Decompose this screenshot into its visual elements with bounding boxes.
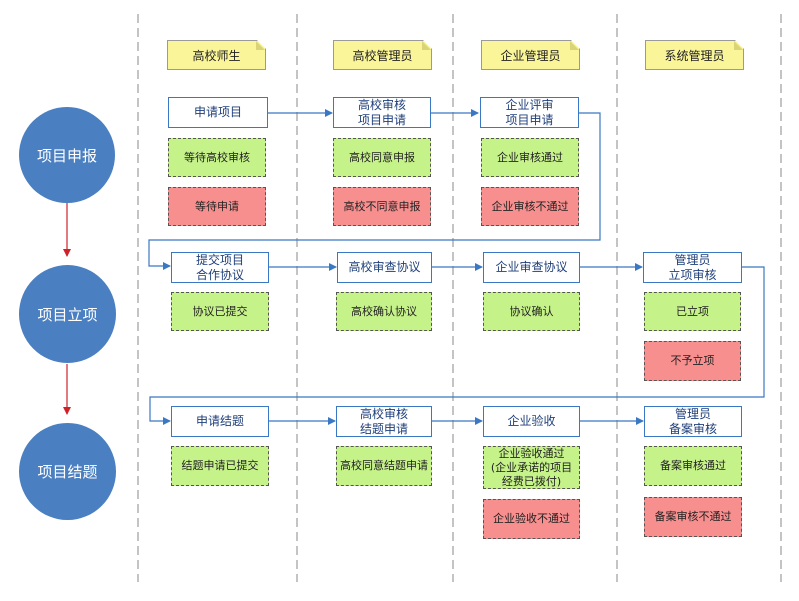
- flow-arrow: [149, 266, 765, 425]
- lane-header-label: 高校师生: [192, 48, 241, 63]
- state-school-agree-application: 高校同意申报: [333, 138, 431, 177]
- step-school-review-application[interactable]: 高校审核 项目申请: [333, 97, 431, 128]
- state-not-established: 不予立项: [644, 341, 741, 381]
- lane-header-label: 系统管理员: [664, 48, 725, 63]
- page-fold-icon: [570, 41, 579, 50]
- lane-header-system-admin: 系统管理员: [645, 40, 744, 70]
- phase-project-application: 项目申报: [19, 107, 115, 203]
- state-enterprise-acceptance-pass: 企业验收通过 (企业承诺的项目 经费已拨付): [483, 446, 580, 489]
- step-apply-project[interactable]: 申请项目: [168, 97, 268, 128]
- state-record-pass: 备案审核通过: [644, 446, 742, 486]
- phase-project-establishment: 项目立项: [19, 265, 116, 363]
- state-established: 已立项: [644, 292, 741, 331]
- state-school-agree-closing: 高校同意结题申请: [336, 446, 432, 486]
- step-enterprise-review-agreement[interactable]: 企业审查协议: [483, 252, 580, 283]
- state-wait-apply: 等待申请: [168, 187, 266, 226]
- phase-project-closing: 项目结题: [19, 423, 116, 520]
- page-fold-icon: [422, 41, 431, 50]
- state-agreement-submitted: 协议已提交: [171, 292, 269, 331]
- lane-header-label: 高校管理员: [352, 48, 413, 63]
- state-closing-submitted: 结题申请已提交: [171, 446, 269, 486]
- lane-header-teachers-students: 高校师生: [167, 40, 266, 70]
- state-wait-school-review: 等待高校审核: [168, 138, 266, 177]
- lane-header-school-admin: 高校管理员: [333, 40, 432, 70]
- page-fold-icon: [256, 41, 265, 50]
- step-enterprise-review-application[interactable]: 企业评审 项目申请: [480, 97, 579, 128]
- step-school-review-agreement[interactable]: 高校审查协议: [337, 252, 432, 283]
- state-agreement-confirmed: 协议确认: [483, 292, 580, 331]
- step-admin-record-review[interactable]: 管理员 备案审核: [644, 406, 742, 437]
- page-fold-icon: [734, 41, 743, 50]
- state-enterprise-review-pass: 企业审核通过: [481, 138, 579, 177]
- step-school-review-closing[interactable]: 高校审核 结题申请: [336, 406, 432, 437]
- state-school-confirm-agreement: 高校确认协议: [336, 292, 432, 331]
- state-enterprise-review-fail: 企业审核不通过: [481, 187, 579, 226]
- state-school-disagree-application: 高校不同意申报: [333, 187, 431, 226]
- lane-header-enterprise-admin: 企业管理员: [481, 40, 580, 70]
- flow-arrow: [148, 112, 601, 270]
- lane-header-label: 企业管理员: [500, 48, 561, 63]
- step-apply-closing[interactable]: 申请结题: [171, 406, 269, 437]
- step-submit-agreement[interactable]: 提交项目 合作协议: [171, 252, 269, 283]
- step-enterprise-acceptance[interactable]: 企业验收: [483, 406, 580, 437]
- state-enterprise-acceptance-fail: 企业验收不通过: [483, 499, 580, 539]
- state-record-fail: 备案审核不通过: [644, 497, 742, 537]
- step-admin-establishment-review[interactable]: 管理员 立项审核: [643, 252, 742, 283]
